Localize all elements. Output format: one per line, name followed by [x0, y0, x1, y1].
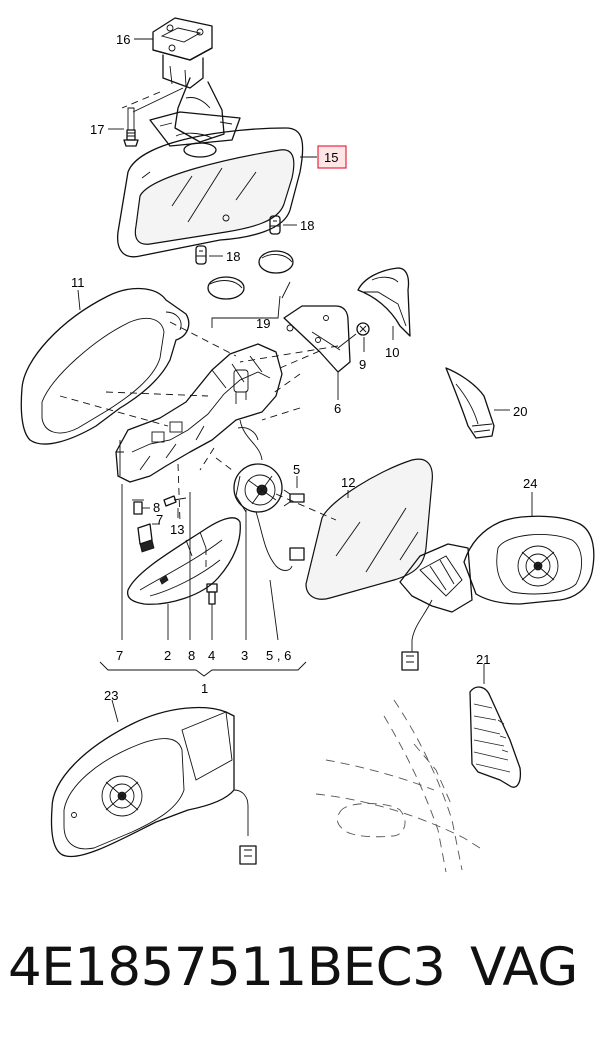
callout-13: 13 [170, 522, 184, 537]
callout-2: 2 [164, 648, 171, 663]
housing-cover-11 [20, 287, 190, 445]
callout-17: 17 [90, 122, 104, 137]
mirror-housing-frame [115, 343, 283, 483]
clip-8-upper [132, 499, 144, 515]
callout-7-upper: 7 [156, 512, 163, 527]
screw-5 [283, 489, 305, 507]
callout-21: 21 [476, 652, 490, 667]
cover-cap-10 [357, 267, 411, 337]
callout-1: 1 [201, 681, 208, 696]
callout-5-6: 5 , 6 [266, 648, 291, 663]
callout-24: 24 [523, 476, 537, 491]
screw-9 [337, 322, 370, 349]
adjuster-motor-3 [233, 463, 283, 513]
screw-13 [163, 495, 187, 507]
callout-4: 4 [208, 648, 215, 663]
complete-mirror-23 [50, 706, 257, 865]
callout-15-highlight [317, 145, 347, 169]
callout-6: 6 [334, 401, 341, 416]
callout-18-upper: 18 [300, 218, 314, 233]
callout-7-lower: 7 [116, 648, 123, 663]
callout-3: 3 [241, 648, 248, 663]
callout-18-lower: 18 [226, 249, 240, 264]
callout-15: 15 [324, 150, 338, 165]
callout-16: 16 [116, 32, 130, 47]
callout-23: 23 [104, 688, 118, 703]
lens-19-right [258, 250, 294, 274]
part-number-caption: 4E1857511BEC3 [8, 937, 446, 998]
retainer-7-upper [137, 523, 155, 553]
explosion-lines [59, 91, 339, 570]
callout-8-upper: 8 [153, 500, 160, 515]
callout-9: 9 [359, 357, 366, 372]
brand-caption: VAG [470, 937, 578, 998]
mounting-bracket-16 [152, 17, 213, 89]
trim-piece-21 [469, 686, 522, 788]
complete-mirror-24 [399, 515, 595, 671]
bulb-18-upper [269, 215, 281, 235]
lens-19-left [207, 276, 245, 300]
door-outline [315, 699, 481, 873]
adjuster-plate-6 [283, 305, 351, 373]
screw-4 [206, 583, 218, 605]
callout-20: 20 [513, 404, 527, 419]
triangle-trim-20 [445, 367, 495, 439]
mirror-glass-12 [305, 458, 433, 600]
rearview-mirror-15 [116, 77, 304, 258]
bulb-18-lower [195, 245, 207, 265]
callout-8-lower: 8 [188, 648, 195, 663]
lower-housing-2 [126, 517, 241, 605]
exploded-mirror-diagram: 16 17 15 18 18 [20, 17, 595, 873]
screw-17 [123, 107, 139, 147]
callout-10: 10 [385, 345, 399, 360]
callout-12: 12 [341, 475, 355, 490]
callout-5: 5 [293, 462, 300, 477]
callout-19: 19 [256, 316, 270, 331]
callout-11: 11 [71, 275, 85, 290]
